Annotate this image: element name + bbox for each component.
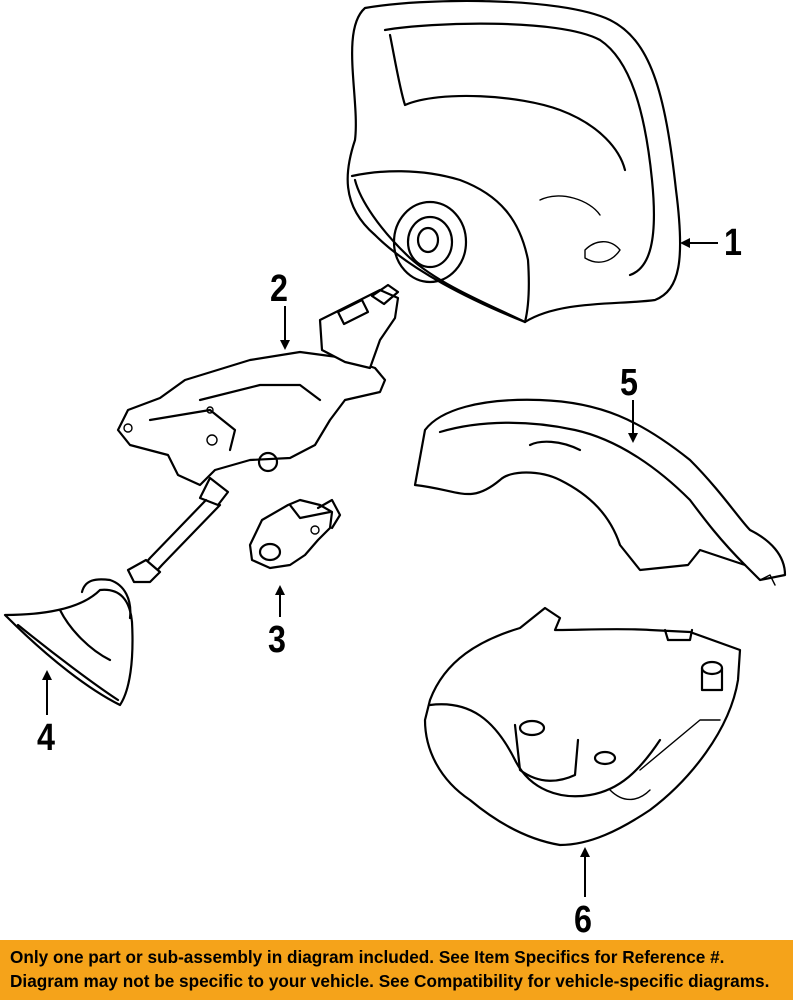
steering-column-part	[116, 283, 400, 584]
callout-2: 2	[270, 268, 288, 310]
switch-part	[248, 498, 342, 570]
parts-diagram	[3, 0, 787, 897]
steering-wheel-part	[346, 0, 682, 324]
callout-5: 5	[620, 362, 638, 404]
upper-shroud-part	[413, 398, 787, 586]
disclaimer-line-2: Diagram may not be specific to your vehi…	[10, 971, 770, 991]
callout-1: 1	[724, 222, 742, 264]
callout-arrows	[42, 238, 718, 897]
boot-seal-part	[3, 578, 134, 707]
lower-shroud-part	[423, 606, 742, 847]
callout-6: 6	[574, 899, 592, 941]
disclaimer-banner: Only one part or sub-assembly in diagram…	[0, 940, 793, 1000]
disclaimer-line-1: Only one part or sub-assembly in diagram…	[10, 947, 725, 967]
callout-3: 3	[268, 619, 286, 661]
callout-4: 4	[37, 717, 55, 759]
